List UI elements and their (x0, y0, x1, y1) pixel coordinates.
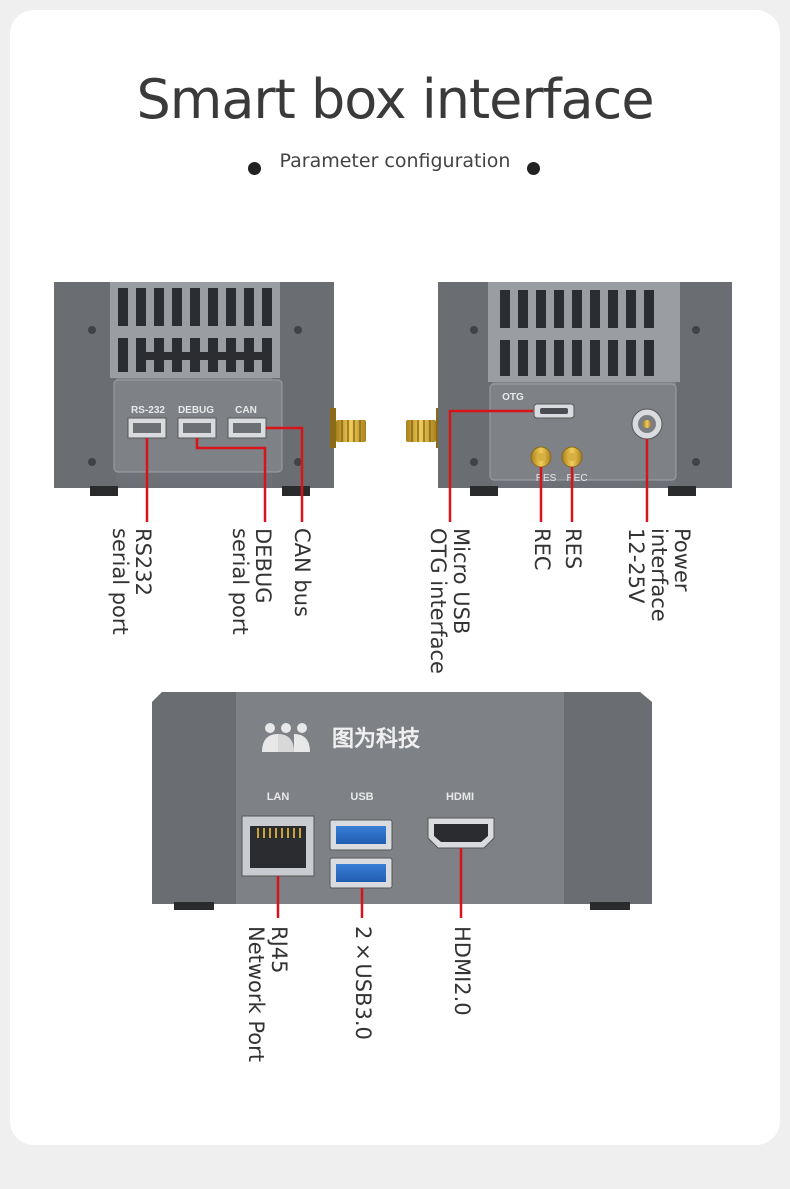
callout-lines (145, 409, 649, 918)
device-bottom: 图为科技 LAN USB HDMI (152, 692, 652, 910)
rec-button (561, 446, 583, 468)
device-bottom-side-right (560, 692, 652, 904)
device-left: RS-232 DEBUG CAN (54, 282, 334, 496)
usb-connector-bottom (329, 857, 393, 889)
device-right-side-right (676, 282, 732, 488)
otg-port-label: OTG (502, 392, 524, 403)
micro-usb-connector (533, 403, 575, 419)
hdmi-connector (427, 817, 495, 849)
can-connector (227, 417, 267, 439)
res-label: RES (536, 473, 557, 484)
res-button (530, 446, 552, 468)
callout-line-can (266, 426, 304, 522)
debug-connector (177, 417, 217, 439)
page-subtitle: Parameter configuration (279, 150, 511, 172)
usb-port-label: USB (350, 791, 373, 803)
rj45-connector (241, 815, 315, 877)
callout-rec: REC (530, 528, 554, 571)
usb-connector-top (329, 819, 393, 851)
callout-can: CAN bus (290, 528, 314, 617)
bullet-dot-right (527, 162, 540, 175)
brand-name: 图为科技 (332, 727, 421, 752)
can-port-label: CAN (235, 405, 257, 416)
content-card (10, 10, 780, 1145)
device-bottom-foot-1 (174, 902, 214, 910)
screw-holes-left (88, 326, 302, 466)
callout-usb: 2×USB3.0 (351, 926, 375, 1040)
vent-grille-left (118, 288, 272, 372)
device-bottom-side-left (152, 692, 240, 904)
device-right-side-left (438, 282, 492, 488)
antenna-connector-right (406, 408, 442, 448)
callout-line-debug (195, 438, 267, 522)
device-left-side-left (54, 282, 116, 488)
rs232-connector (127, 417, 167, 439)
rs232-port-label: RS-232 (131, 405, 165, 416)
device-right: OTG RES REC (438, 282, 732, 496)
lan-port-label: LAN (267, 791, 290, 803)
debug-port-label: DEBUG (178, 405, 214, 416)
hdmi-port-label: HDMI (446, 791, 474, 803)
power-connector (631, 408, 663, 440)
device-left-foot-1 (90, 486, 118, 496)
callout-hdmi: HDMI2.0 (450, 926, 474, 1016)
device-right-foot-1 (470, 486, 498, 496)
brand-logo-icon (262, 723, 310, 752)
screw-holes-right (470, 326, 700, 466)
rec-label: REC (566, 473, 587, 484)
callout-res: RES (561, 528, 585, 570)
antenna-connector-left (330, 408, 366, 448)
device-bottom-foot-2 (590, 902, 630, 910)
device-right-foot-2 (668, 486, 696, 496)
device-left-foot-2 (282, 486, 310, 496)
callout-line-otg (448, 409, 533, 522)
bullet-dot-left (248, 162, 261, 175)
vent-grille-right (500, 290, 654, 376)
page-title: Smart box interface (136, 68, 654, 131)
